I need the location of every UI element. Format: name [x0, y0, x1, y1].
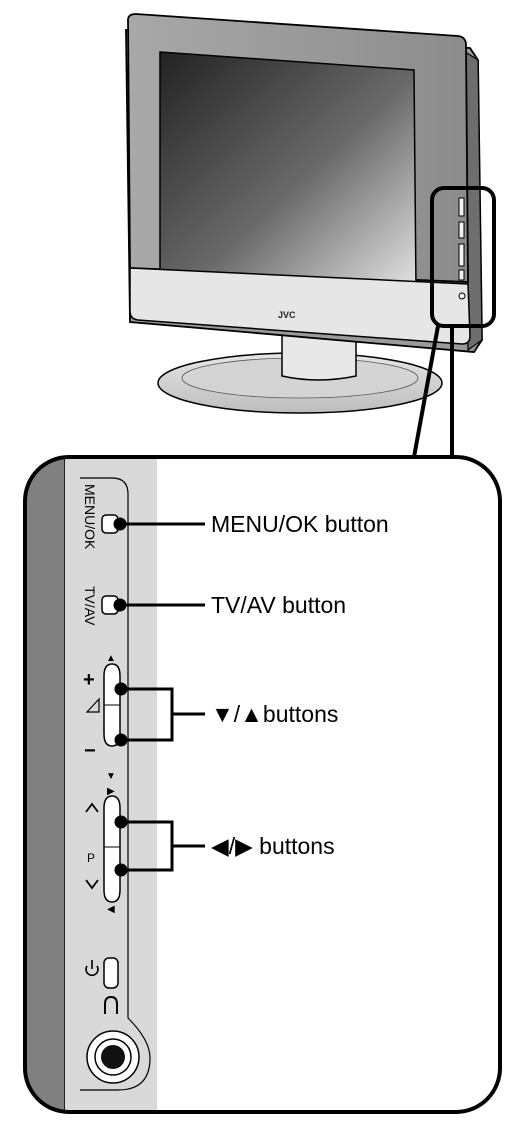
- program-rocker-button[interactable]: [103, 795, 121, 903]
- arrow-up-marker-icon: ▲: [106, 653, 116, 664]
- control-panel-face: [65, 457, 157, 1112]
- tv-av-callout-label: TV/AV button: [211, 592, 346, 618]
- arrow-down-marker-icon: ▼: [106, 771, 116, 782]
- tv-side-buttons: [458, 197, 466, 300]
- menu-ok-callout-label: MENU/OK button: [211, 511, 389, 537]
- menu-ok-panel-text: MENU/OK: [82, 484, 98, 550]
- tv-stand-neck: [281, 331, 357, 381]
- power-icon: [85, 960, 99, 977]
- program-p-symbol: P: [87, 851, 95, 865]
- tv-speaker-panel: [129, 267, 471, 345]
- power-button[interactable]: [103, 957, 119, 989]
- chevron-down-icon: [85, 879, 99, 890]
- tv-av-panel-text: TV/AV: [82, 586, 98, 626]
- volume-ramp-icon: [85, 697, 100, 713]
- volume-plus-symbol: +: [83, 669, 95, 691]
- chevron-up-icon: [85, 802, 99, 813]
- panel-side-edge: [25, 457, 65, 1112]
- callout-bubble: [23, 325, 502, 1114]
- tv-illustration: JVC: [125, 13, 496, 414]
- callout-pointer: [412, 325, 454, 458]
- arrow-left-marker-icon: ◀: [107, 904, 115, 915]
- tv-brand-logo: JVC: [278, 310, 296, 320]
- volume-callout-label: ▼/▲buttons: [211, 701, 338, 727]
- volume-minus-symbol: −: [84, 740, 96, 762]
- headphone-icon: [104, 995, 118, 1014]
- arrow-right-marker-icon: ▶: [107, 786, 115, 797]
- leader-lines: [113, 517, 205, 877]
- panel-outline: [80, 477, 151, 1091]
- tv-highlight-box: [430, 186, 496, 328]
- program-callout-label: ◀/▶ buttons: [211, 833, 335, 859]
- tv-screen: [159, 51, 417, 291]
